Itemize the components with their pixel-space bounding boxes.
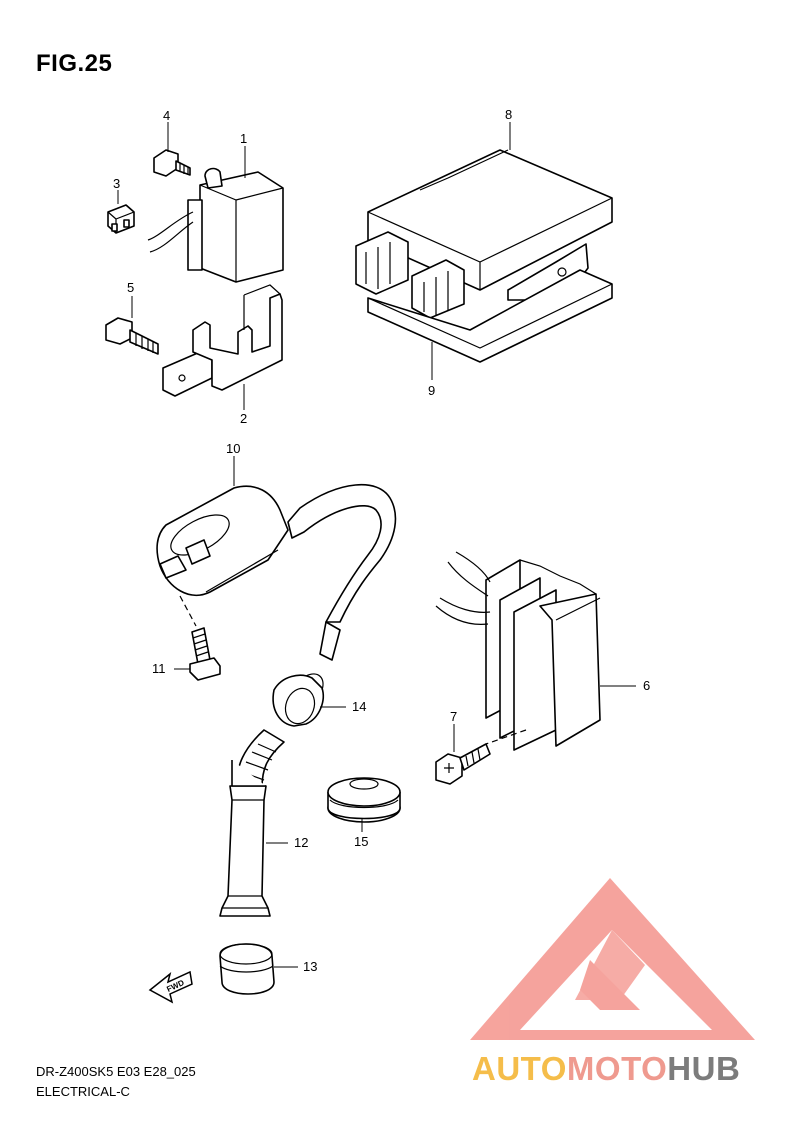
ignition-coil-part[interactable] [156,483,397,661]
callout-3: 3 [113,176,120,191]
ignitor-cushion-part[interactable] [367,269,613,363]
brand-moto: MOTO [566,1050,668,1087]
callout-6: 6 [643,678,650,693]
relay-bracket-part[interactable] [162,284,283,397]
brand-watermark: AUTOMOTOHUB [472,1050,740,1088]
ignitor-unit-part[interactable] [355,149,613,319]
callout-10: 10 [226,441,240,456]
callout-2: 2 [240,411,247,426]
callout-7: 7 [450,709,457,724]
starter-relay-part[interactable] [147,167,284,283]
regulator-bolt-part[interactable] [435,743,491,785]
model-code: DR-Z400SK5 E03 E28_025 [36,1064,196,1079]
section-name: ELECTRICAL-C [36,1084,130,1099]
callout-5: 5 [127,280,134,295]
callout-1: 1 [240,131,247,146]
callout-13: 13 [303,959,317,974]
brand-hub: HUB [667,1050,741,1087]
callout-4: 4 [163,108,170,123]
cord-seal-part[interactable] [272,673,324,728]
plug-cap-part[interactable] [219,729,285,917]
relay-bolt-part[interactable] [153,149,191,177]
regulator-rectifier-part[interactable] [435,551,601,751]
coil-bolt-part[interactable] [179,595,221,681]
fwd-arrow-icon: FWD [148,970,193,1004]
figure-title: FIG.25 [36,50,113,77]
leader-lines [117,122,636,968]
callout-9: 9 [428,383,435,398]
callout-labels: 1 2 3 4 5 6 7 8 9 10 11 12 13 14 15 [113,107,650,974]
plug-cap-seal-part[interactable] [219,943,275,995]
automotohub-logo-icon [470,878,755,1040]
brand-auto: AUTO [472,1050,567,1087]
callout-14: 14 [352,699,366,714]
fuse-part[interactable] [107,204,135,234]
callout-15: 15 [354,834,368,849]
bracket-bolt-part[interactable] [105,317,159,355]
grommet-part[interactable] [327,777,401,823]
callout-12: 12 [294,835,308,850]
callout-11: 11 [152,661,166,676]
callout-8: 8 [505,107,512,122]
